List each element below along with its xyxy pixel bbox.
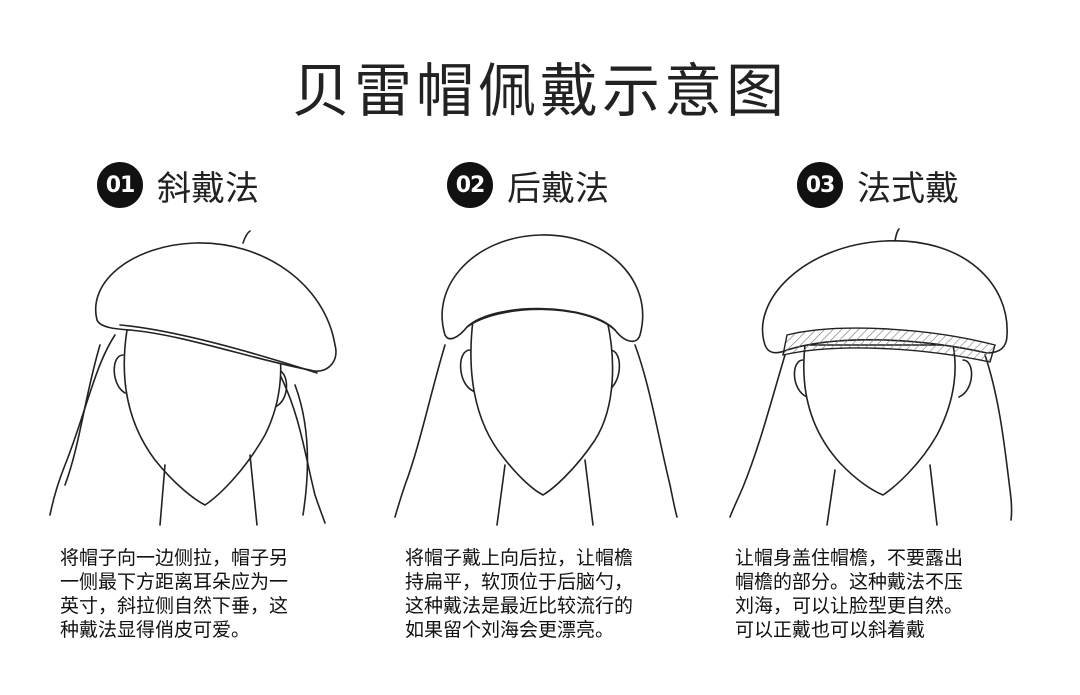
step-3-description-line: 让帽身盖住帽檐，不要露出 xyxy=(735,547,964,569)
step-2-panel: 02 后戴法 将帽子戴上向后拉，让帽檐 持扁平，软顶位于后脑勺， 这种戴法是最近… xyxy=(375,150,705,690)
step-3-header: 03 法式戴 xyxy=(797,160,959,210)
step-3-description: 让帽身盖住帽檐，不要露出 帽檐的部分。这种戴法不压 刘海，可以让脸型更自然。 可… xyxy=(735,546,1010,642)
step-2-description-line: 这种戴法是最近比较流行的 xyxy=(405,595,634,617)
step-1-description-line: 将帽子向一边侧拉，帽子另 xyxy=(60,547,289,569)
step-3-description-line: 可以正戴也可以斜着戴 xyxy=(735,619,926,641)
step-2-description: 将帽子戴上向后拉，让帽檐 持扁平，软顶位于后脑勺， 这种戴法是最近比较流行的 如… xyxy=(405,546,685,642)
french-beret-illustration xyxy=(729,228,1013,526)
step-3-description-line: 刘海，可以让脸型更自然。 xyxy=(735,595,964,617)
page-title: 贝雷帽佩戴示意图 xyxy=(291,57,788,125)
step-3-number-badge: 03 xyxy=(797,162,843,208)
step-3-description-line: 帽檐的部分。这种戴法不压 xyxy=(735,571,964,593)
step-1-number-badge: 01 xyxy=(97,162,143,208)
step-1-title: 斜戴法 xyxy=(157,168,259,209)
step-1-panel: 01 斜戴法 将帽子向一边侧拉，帽子另 一侧最下方距离耳朵应为一 英寸，斜拉侧自… xyxy=(25,150,355,690)
step-3-panel: 03 法式戴 让帽身盖住帽檐，不要露出 帽檐的部分。这种戴法不压 刘海，可以让脸… xyxy=(725,150,1055,690)
tilted-beret-illustration xyxy=(49,230,337,526)
step-2-title: 后戴法 xyxy=(507,168,609,209)
step-1-description-line: 英寸，斜拉侧自然下垂，这 xyxy=(60,595,289,617)
back-beret-illustration xyxy=(394,234,678,526)
step-1-description-line: 种戴法显得俏皮可爱。 xyxy=(60,619,251,641)
step-2-header: 02 后戴法 xyxy=(447,160,609,210)
step-2-description-line: 持扁平，软顶位于后脑勺， xyxy=(405,571,634,593)
step-1-description: 将帽子向一边侧拉，帽子另 一侧最下方距离耳朵应为一 英寸，斜拉侧自然下垂，这 种… xyxy=(60,546,340,642)
step-2-description-line: 如果留个刘海会更漂亮。 xyxy=(405,619,615,641)
step-2-number-badge: 02 xyxy=(447,162,493,208)
step-1-description-line: 一侧最下方距离耳朵应为一 xyxy=(60,571,289,593)
step-2-description-line: 将帽子戴上向后拉，让帽檐 xyxy=(405,547,634,569)
step-3-title: 法式戴 xyxy=(857,168,959,209)
step-1-header: 01 斜戴法 xyxy=(97,160,259,210)
